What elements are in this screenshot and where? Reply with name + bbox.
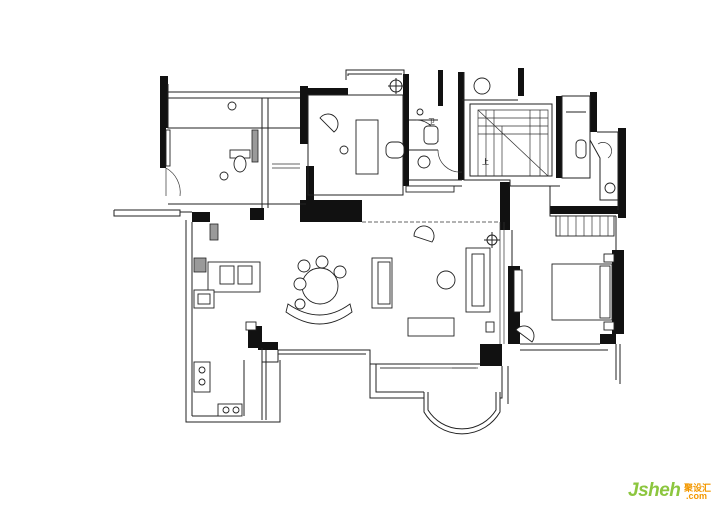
bathroom-label: 卫 xyxy=(428,118,435,126)
interior-walls xyxy=(113,69,621,423)
balcony xyxy=(369,364,509,435)
bedroom-1-furniture xyxy=(219,101,251,181)
watermark-brand-cn: 聚设汇 xyxy=(684,483,712,493)
bed xyxy=(551,253,615,331)
watermark-brand: Jsheh xyxy=(628,480,681,501)
wardrobe xyxy=(555,215,615,237)
stair-label: 上 xyxy=(482,157,489,166)
wc-toilet-icon xyxy=(229,149,251,173)
living-room-furniture xyxy=(371,225,500,337)
watermark-domain-suffix: .com xyxy=(686,491,708,501)
study-furniture xyxy=(319,78,405,175)
ensuite-bathroom-fixtures xyxy=(575,139,616,194)
guest-bathroom-fixtures: 卫 xyxy=(416,108,439,169)
windows xyxy=(165,129,478,369)
watermark-logo: Jsheh 聚设汇 .com xyxy=(628,480,711,504)
staircase: 上 xyxy=(469,77,553,177)
master-bedroom-furniture xyxy=(513,215,615,343)
kitchen-fixtures xyxy=(193,223,261,417)
dining-furniture xyxy=(285,255,353,325)
